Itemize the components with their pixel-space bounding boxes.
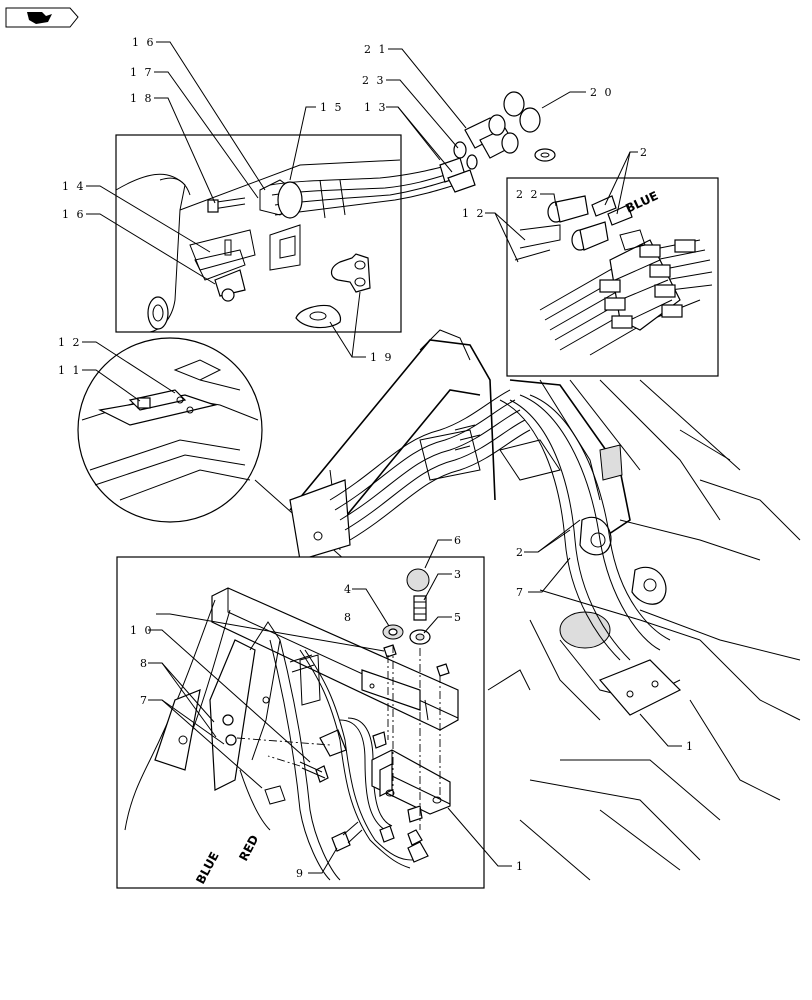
- callout-19: 1 9: [370, 351, 394, 364]
- callout-16: 1 6: [62, 208, 86, 221]
- callout-2: 2: [640, 146, 649, 159]
- nav-arrow-icon[interactable]: [5, 7, 79, 28]
- callout-5: 5: [454, 611, 463, 624]
- callout-12: 1 2: [58, 336, 82, 349]
- callout-7: 7: [516, 586, 525, 599]
- callout-12: 1 2: [462, 207, 486, 220]
- circle-detail: [77, 337, 263, 523]
- callout-21: 2 1: [364, 43, 388, 56]
- callout-11: 1 1: [58, 364, 82, 377]
- callout-1: 1: [516, 860, 525, 873]
- callout-7: 7: [140, 694, 149, 707]
- callout-23: 2 3: [362, 74, 386, 87]
- callout-22: 2 2: [516, 188, 540, 201]
- callout-17: 1 7: [130, 66, 154, 79]
- callout-8: 8: [140, 657, 149, 670]
- callout-3: 3: [454, 568, 463, 581]
- callout-1: 1: [686, 740, 695, 753]
- right-inset: [506, 177, 719, 377]
- top-inset: [115, 91, 556, 333]
- bottom-inset: [116, 556, 485, 889]
- callout-9: 9: [296, 867, 305, 880]
- callout-4: 4: [344, 583, 353, 596]
- callout-10: 1 0: [130, 624, 154, 637]
- callouts: 2 1 2 3 2 0 1 3 1 5 1 6 1 7 1 8 1 4 1 6 …: [58, 36, 695, 880]
- callout-6: 6: [454, 534, 463, 547]
- callout-15: 1 5: [320, 101, 344, 114]
- hose-bundle: [329, 389, 671, 661]
- leader-lines: [82, 41, 682, 874]
- callout-2: 2: [516, 546, 525, 559]
- callout-18: 1 8: [130, 92, 154, 105]
- loader-frame: [254, 329, 801, 881]
- callout-16: 1 6: [132, 36, 156, 49]
- callout-13: 1 3: [364, 101, 388, 114]
- callout-8: 8: [344, 611, 353, 624]
- callout-20: 2 0: [590, 86, 614, 99]
- callout-14: 1 4: [62, 180, 86, 193]
